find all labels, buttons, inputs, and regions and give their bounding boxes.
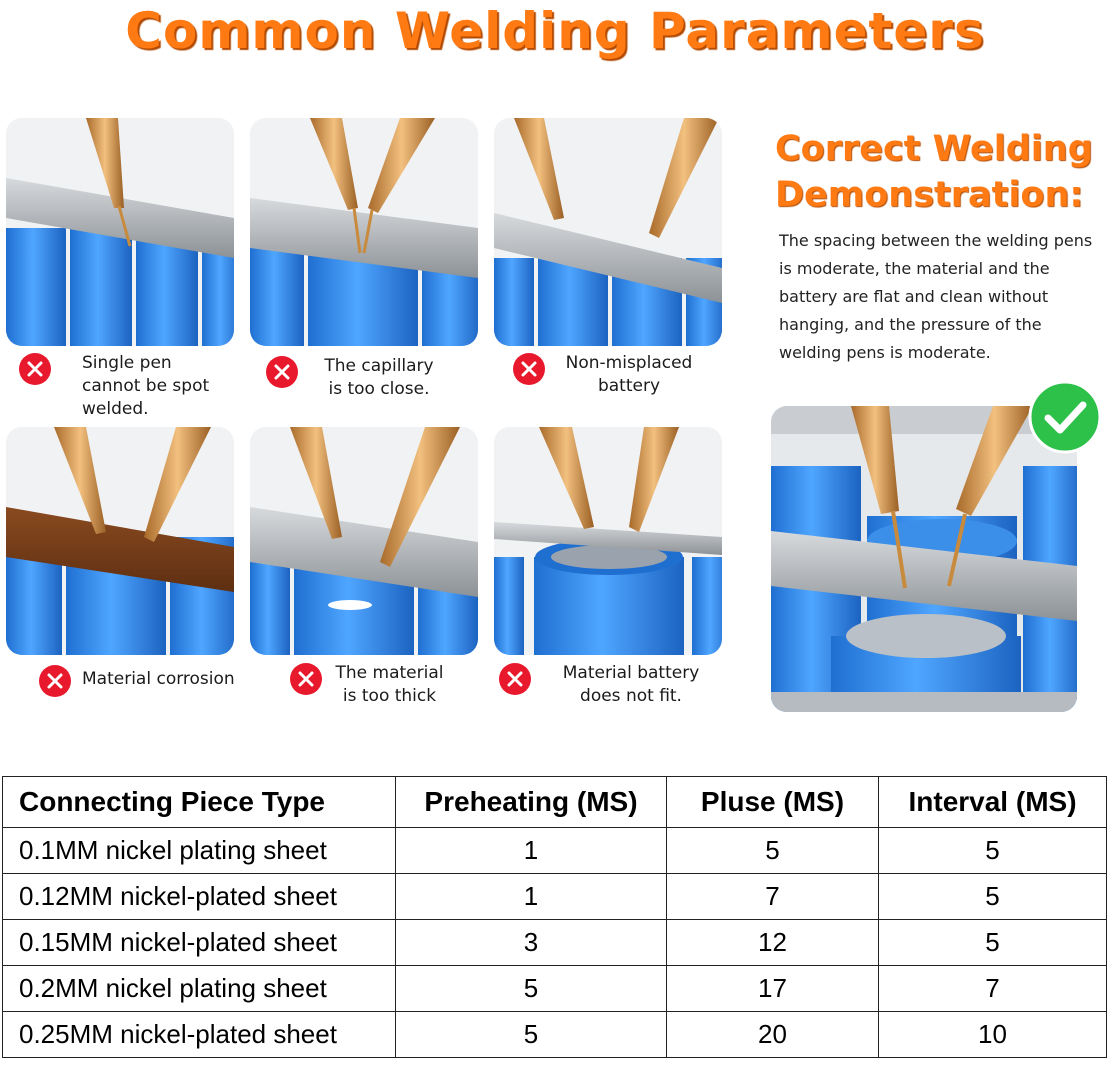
- cell-type: 0.1MM nickel plating sheet: [2, 827, 396, 874]
- demo-title-line: Demonstration:: [775, 175, 1084, 215]
- header-pluse: Pluse (MS): [666, 776, 879, 828]
- caption-non-misplaced: Non-misplaced battery: [512, 352, 704, 398]
- cell-pluse: 20: [666, 1011, 879, 1058]
- x-circle-icon: [513, 353, 545, 385]
- cell-interval: 10: [878, 1011, 1107, 1058]
- panel-capillary-close-image: [250, 118, 478, 346]
- demo-description: The spacing between the welding pens is …: [779, 231, 1093, 362]
- cell-interval: 7: [878, 965, 1107, 1012]
- cell-interval: 5: [878, 919, 1107, 966]
- cell-pluse: 17: [666, 965, 879, 1012]
- cell-type: 0.2MM nickel plating sheet: [2, 965, 396, 1012]
- caption-line: Non-misplaced: [565, 353, 693, 373]
- panel-non-misplaced-image: [494, 118, 722, 346]
- panel-single-pen-image: [6, 118, 234, 346]
- caption-line: battery: [597, 376, 661, 396]
- cell-preheating: 5: [395, 1011, 667, 1058]
- caption-corrosion: Material corrosion: [38, 664, 257, 698]
- caption-capillary-close: The capillary is too close.: [265, 355, 449, 401]
- header-interval: Interval (MS): [878, 776, 1107, 828]
- table-row: 0.2MM nickel plating sheet 5 17 7: [2, 965, 1107, 1012]
- cell-preheating: 1: [395, 827, 667, 874]
- cell-preheating: 3: [395, 919, 667, 966]
- page-title: Common Welding Parameters: [125, 2, 985, 60]
- table-header-row: Connecting Piece Type Preheating (MS) Pl…: [2, 776, 1107, 828]
- cell-type: 0.15MM nickel-plated sheet: [2, 919, 396, 966]
- caption-line: Material battery: [562, 663, 700, 683]
- caption-line: The capillary: [324, 356, 434, 376]
- x-circle-icon: [19, 353, 51, 385]
- table-row: 0.15MM nickel-plated sheet 3 12 5: [2, 919, 1107, 966]
- cell-preheating: 5: [395, 965, 667, 1012]
- cell-type: 0.12MM nickel-plated sheet: [2, 873, 396, 920]
- caption-line: The material: [335, 663, 444, 683]
- caption-too-thick: The material is too thick: [289, 662, 452, 708]
- cell-pluse: 7: [666, 873, 879, 920]
- header-preheating: Preheating (MS): [395, 776, 667, 828]
- caption-line: cannot be spot: [82, 376, 210, 396]
- demo-title: Correct Welding Demonstration:: [775, 126, 1110, 218]
- panel-does-not-fit-image: [494, 427, 722, 655]
- x-circle-icon: [266, 356, 298, 388]
- caption-line: is too close.: [328, 379, 430, 399]
- table-row: 0.12MM nickel-plated sheet 1 7 5: [2, 873, 1107, 920]
- header-connecting-piece-type: Connecting Piece Type: [2, 776, 396, 828]
- panel-too-thick-image: [250, 427, 478, 655]
- caption-single-pen: Single pen cannot be spot welded.: [18, 352, 232, 421]
- caption-does-not-fit: Material battery does not fit.: [498, 662, 716, 708]
- caption-line: Single pen: [82, 353, 172, 373]
- caption-line: is too thick: [342, 686, 437, 706]
- table-row: 0.1MM nickel plating sheet 1 5 5: [2, 827, 1107, 874]
- welding-parameters-table: Connecting Piece Type Preheating (MS) Pl…: [2, 776, 1107, 1058]
- x-circle-icon: [499, 663, 531, 695]
- cell-pluse: 12: [666, 919, 879, 966]
- cell-preheating: 1: [395, 873, 667, 920]
- panel-corrosion-image: [6, 427, 234, 655]
- table-row: 0.25MM nickel-plated sheet 5 20 10: [2, 1011, 1107, 1058]
- caption-line: does not fit.: [580, 686, 682, 706]
- cell-interval: 5: [878, 873, 1107, 920]
- correct-welding-image: [771, 406, 1077, 712]
- x-circle-icon: [290, 663, 322, 695]
- cell-pluse: 5: [666, 827, 879, 874]
- cell-interval: 5: [878, 827, 1107, 874]
- x-circle-icon: [39, 665, 71, 697]
- cell-type: 0.25MM nickel-plated sheet: [2, 1011, 396, 1058]
- caption-line: welded.: [82, 399, 149, 419]
- check-circle-icon: [1028, 380, 1102, 454]
- demo-title-line: Correct Welding: [775, 129, 1093, 169]
- caption-line: Material corrosion: [82, 669, 235, 689]
